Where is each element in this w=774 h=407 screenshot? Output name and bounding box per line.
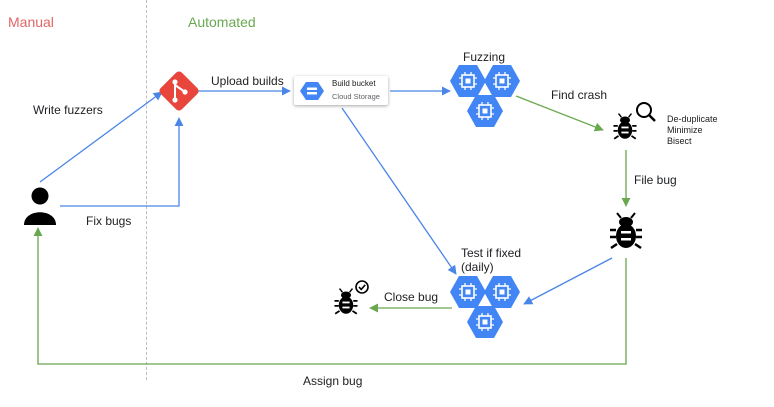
triage-step: Minimize: [667, 125, 703, 135]
bug-check-icon: [333, 280, 369, 315]
arrow-write-fuzzers: [39, 91, 163, 183]
triage-step: De-duplicate: [667, 114, 718, 124]
compute-engine-icon: [449, 64, 521, 128]
assign-bug-label: Assign bug: [303, 374, 363, 388]
arrow-assign-bug: [33, 227, 627, 365]
automated-section-label: Automated: [188, 14, 256, 30]
arrow-bucket-to-test: [341, 107, 457, 275]
manual-section-label: Manual: [8, 14, 54, 30]
section-divider: [146, 0, 147, 380]
write-fuzzers-label: Write fuzzers: [33, 103, 103, 117]
close-bug-label: Close bug: [384, 290, 439, 304]
test-if-fixed-label: Test if fixed: [461, 246, 522, 260]
bucket-subtitle: Cloud Storage: [332, 92, 380, 101]
compute-engine-icon: [449, 275, 521, 339]
arrow-bug-to-test: [523, 257, 613, 305]
triage-steps-list: De-duplicate Minimize Bisect: [667, 114, 718, 147]
cloud-storage-icon: [300, 82, 324, 100]
fix-bugs-label: Fix bugs: [86, 214, 132, 228]
person-icon: [24, 187, 56, 225]
build-bucket-card: Build bucket Cloud Storage: [294, 76, 388, 105]
bug-icon: [608, 211, 644, 250]
fuzzing-label: Fuzzing: [463, 50, 506, 64]
bucket-title: Build bucket: [332, 79, 376, 88]
file-bug-label: File bug: [634, 173, 677, 187]
upload-builds-label: Upload builds: [211, 74, 284, 88]
triage-step: Bisect: [667, 136, 692, 146]
git-icon: [159, 71, 199, 111]
test-frequency-label: (daily): [461, 260, 494, 274]
arrow-find-crash: [515, 95, 604, 132]
arrow-fix-bugs: [60, 117, 184, 207]
find-crash-label: Find crash: [551, 88, 608, 102]
bug-search-icon: [612, 102, 656, 140]
